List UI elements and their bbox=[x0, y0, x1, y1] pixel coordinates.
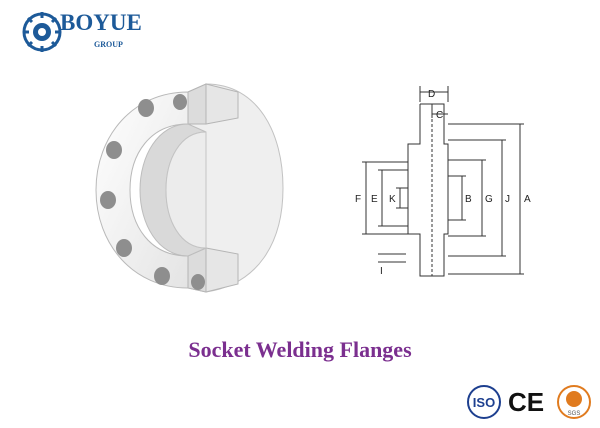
dim-label-g: G bbox=[485, 194, 493, 205]
dim-label-a: A bbox=[524, 194, 531, 205]
iso-mark-icon: ISO bbox=[467, 385, 501, 419]
flange-dimension-drawing: D C F E K B G J A I bbox=[355, 86, 531, 277]
brand-subtitle: GROUP bbox=[94, 40, 123, 49]
dim-label-c: C bbox=[436, 110, 443, 121]
dim-label-b: B bbox=[465, 194, 472, 205]
iso-label: ISO bbox=[473, 395, 495, 410]
dim-label-i: I bbox=[380, 266, 383, 277]
ce-label: CE bbox=[508, 387, 544, 417]
flange-render-illustration bbox=[95, 83, 284, 293]
boyue-gear-logo-icon bbox=[22, 12, 62, 52]
brand-name: BOYUE bbox=[60, 10, 142, 35]
dim-label-e: E bbox=[371, 194, 378, 205]
certification-marks: ISO CE SGS bbox=[467, 385, 591, 419]
sgs-label: SGS bbox=[568, 411, 581, 417]
dim-label-d: D bbox=[428, 89, 435, 100]
dim-label-f: F bbox=[355, 194, 361, 205]
dim-label-j: J bbox=[505, 194, 510, 205]
brand-logo bbox=[22, 8, 142, 56]
dim-label-k: K bbox=[389, 194, 396, 205]
ce-mark-icon: CE bbox=[508, 387, 544, 417]
product-title: Socket Welding Flanges bbox=[188, 337, 412, 362]
sgs-mark-icon: SGS bbox=[557, 385, 591, 419]
